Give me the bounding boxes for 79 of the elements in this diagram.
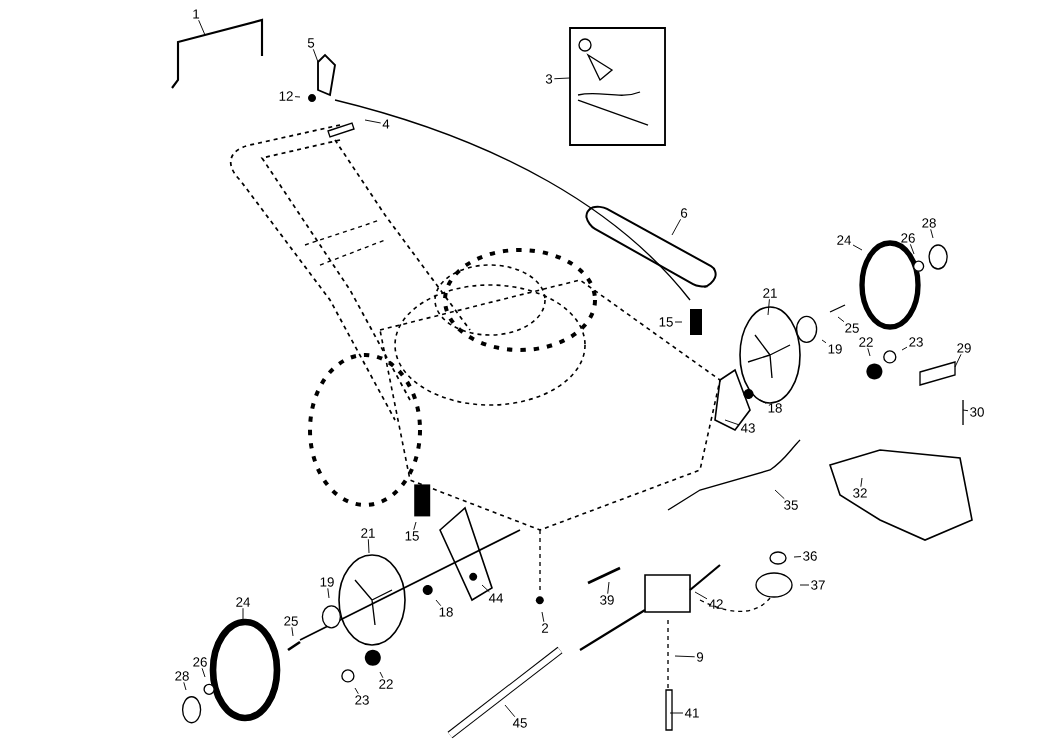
callout-number: 23 <box>909 337 923 347</box>
callout-number: 5 <box>307 38 315 48</box>
leader-line <box>291 626 294 637</box>
leader-line <box>867 347 871 357</box>
leader-line <box>759 399 767 404</box>
leader-line <box>799 584 810 586</box>
leader-line <box>909 243 915 255</box>
leader-line <box>367 538 370 554</box>
callout-number: 15 <box>405 531 419 541</box>
callout-number: 25 <box>284 616 298 626</box>
callout-number: 26 <box>193 657 207 667</box>
leader-line <box>954 353 962 368</box>
leader-line <box>962 409 969 412</box>
leader-line <box>435 599 442 607</box>
leader-line <box>201 667 206 678</box>
leader-line <box>774 489 785 500</box>
callout-number: 28 <box>922 218 936 228</box>
leader-line <box>674 655 696 658</box>
leader-line <box>852 244 863 251</box>
callout-number: 28 <box>175 671 189 681</box>
callout-number: 6 <box>680 208 688 218</box>
callout-number: 24 <box>837 235 852 245</box>
leader-line <box>364 119 382 124</box>
callout-number: 35 <box>784 500 798 510</box>
leader-line <box>837 316 845 323</box>
callout-number: 1 <box>193 9 200 19</box>
callout-number: 32 <box>853 488 867 498</box>
callout-number: 23 <box>355 695 369 705</box>
leader-line <box>674 321 683 323</box>
leader-line <box>379 671 384 679</box>
callout-number: 21 <box>361 528 375 538</box>
leader-line <box>327 587 330 599</box>
callout-number: 18 <box>439 607 453 617</box>
callout-number: 44 <box>488 593 504 603</box>
callout-number: 24 <box>236 597 251 607</box>
leader-line <box>553 77 571 80</box>
leader-line <box>183 681 187 691</box>
leader-line <box>354 687 359 695</box>
callout-number: 3 <box>545 74 553 84</box>
callout-number: 43 <box>740 423 755 433</box>
callout-number: 30 <box>970 407 984 417</box>
callout-number: 15 <box>659 317 673 327</box>
leader-line <box>504 704 516 718</box>
leader-line <box>724 419 740 426</box>
callout-number: 37 <box>811 580 825 590</box>
callout-number: 2 <box>541 623 549 633</box>
callout-number: 42 <box>708 599 723 609</box>
callout-number: 45 <box>512 718 527 728</box>
callout-number: 41 <box>684 708 699 718</box>
leader-line <box>671 218 682 236</box>
callout-number: 4 <box>382 119 390 129</box>
leader-line <box>481 584 490 593</box>
leader-line <box>669 712 684 714</box>
leader-line <box>901 346 908 351</box>
callout-number: 18 <box>768 403 782 413</box>
leader-line <box>607 581 610 595</box>
callout-number: 29 <box>957 343 971 353</box>
leader-line <box>767 298 770 316</box>
callout-number: 19 <box>320 577 334 587</box>
leader-line <box>413 521 417 531</box>
leader-line <box>294 96 301 98</box>
callout-number: 22 <box>379 679 393 689</box>
leader-line <box>312 48 319 63</box>
callout-number: 21 <box>763 288 777 298</box>
callout-number: 12 <box>279 91 293 101</box>
callout-number: 36 <box>803 551 817 561</box>
leader-line <box>198 19 206 36</box>
callout-number: 26 <box>901 233 915 243</box>
callout-number: 39 <box>600 595 614 605</box>
leader-line <box>694 591 708 600</box>
callout-number: 22 <box>859 337 873 347</box>
leader-line <box>860 477 863 488</box>
callout-number: 25 <box>845 323 859 333</box>
leader-line <box>793 556 802 558</box>
leader-line <box>930 228 934 239</box>
leader-line <box>541 611 545 623</box>
callout-number: 19 <box>828 344 842 354</box>
callout-number: 9 <box>696 652 704 662</box>
leader-line <box>821 339 827 344</box>
